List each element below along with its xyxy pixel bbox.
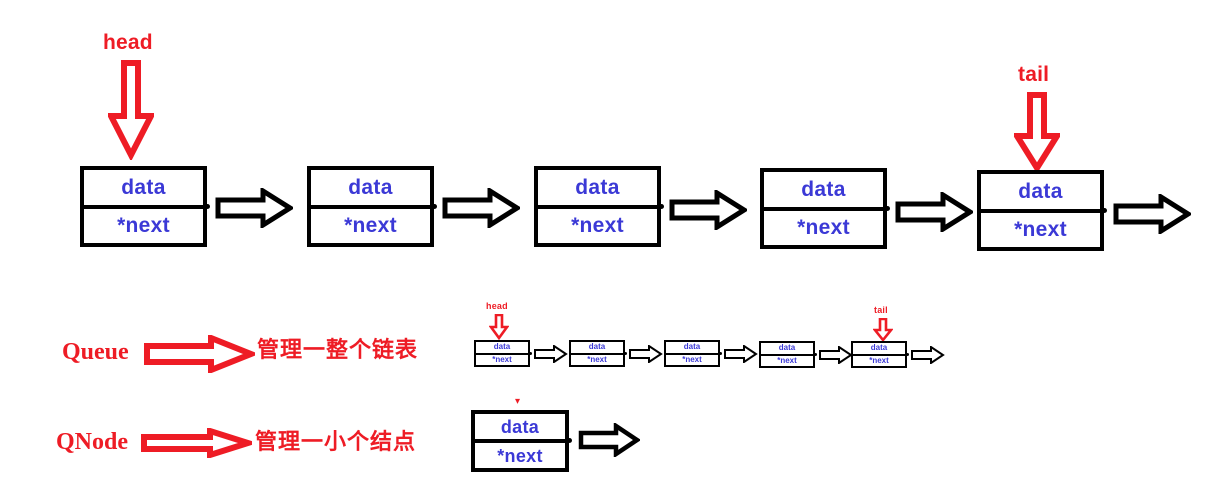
tail-pointer-label: tail	[1018, 63, 1050, 86]
mini-node-data-cell: data	[853, 343, 905, 356]
next-arrow-icon	[895, 192, 973, 232]
mini-head-down-arrow-icon	[488, 313, 510, 345]
qnode-link-dot	[567, 438, 572, 443]
next-arrow-icon	[215, 188, 293, 228]
node-link-dot	[885, 206, 890, 211]
mini-node-next-cell: *next	[476, 354, 528, 365]
mini-node-next-cell: *next	[761, 355, 813, 366]
node-next-cell: *next	[84, 208, 203, 243]
mini-node-next-cell: *next	[571, 354, 623, 365]
mini-list-node: data *next	[474, 340, 530, 367]
tail-down-arrow-icon	[1014, 92, 1060, 172]
mini-next-arrow-icon	[534, 344, 568, 368]
node-next-cell: *next	[311, 208, 430, 243]
next-arrow-icon	[669, 190, 747, 230]
qnode-single-node: data *next	[471, 410, 569, 472]
mini-node-next-cell: *next	[853, 355, 905, 366]
next-arrow-icon	[442, 188, 520, 228]
node-link-dot	[205, 204, 210, 209]
legend-arrow-qnode-icon	[140, 426, 258, 463]
mini-tail-down-arrow-icon	[872, 317, 894, 347]
mini-head-pointer-label: head	[486, 301, 508, 311]
list-node: data *next	[80, 166, 207, 247]
mini-node-link-dot	[529, 352, 532, 355]
mini-list-node: data *next	[569, 340, 625, 367]
mini-node-next-cell: *next	[666, 354, 718, 365]
legend-arrow-queue-icon	[143, 333, 260, 378]
qnode-tick-icon: ▾	[515, 396, 521, 407]
mini-list-node: data *next	[664, 340, 720, 367]
list-node: data *next	[977, 170, 1104, 251]
mini-next-arrow-icon	[724, 344, 758, 368]
legend-desc-queue: 管理一整个链表	[257, 337, 419, 362]
qnode-next-arrow-icon	[578, 423, 640, 457]
node-link-dot	[432, 204, 437, 209]
node-link-dot	[1102, 208, 1107, 213]
qnode-data-cell: data	[475, 414, 565, 443]
node-data-cell: data	[84, 170, 203, 209]
mini-node-link-dot	[814, 353, 817, 356]
legend-term-queue: Queue	[62, 339, 129, 365]
head-pointer-label: head	[103, 31, 153, 54]
node-link-dot	[659, 204, 664, 209]
node-next-cell: *next	[981, 212, 1100, 247]
mini-node-link-dot	[906, 353, 909, 356]
mini-node-data-cell: data	[571, 342, 623, 355]
qnode-next-cell: *next	[475, 443, 565, 468]
mini-node-link-dot	[719, 352, 722, 355]
list-node: data *next	[534, 166, 661, 247]
mini-list-node: data *next	[759, 341, 815, 368]
node-next-cell: *next	[538, 208, 657, 243]
mini-next-arrow-icon	[819, 345, 853, 369]
mini-tail-pointer-label: tail	[874, 305, 888, 315]
mini-node-data-cell: data	[666, 342, 718, 355]
mini-node-data-cell: data	[476, 342, 528, 355]
head-down-arrow-icon	[108, 60, 154, 160]
list-node: data *next	[307, 166, 434, 247]
mini-node-link-dot	[624, 352, 627, 355]
legend-desc-qnode: 管理一小个结点	[255, 429, 417, 454]
node-data-cell: data	[764, 172, 883, 211]
mini-next-arrow-icon	[629, 344, 663, 368]
node-data-cell: data	[538, 170, 657, 209]
mini-node-data-cell: data	[761, 343, 813, 356]
node-data-cell: data	[981, 174, 1100, 213]
node-next-cell: *next	[764, 210, 883, 245]
node-data-cell: data	[311, 170, 430, 209]
mini-list-node: data *next	[851, 341, 907, 368]
legend-term-qnode: QNode	[56, 429, 128, 455]
list-node: data *next	[760, 168, 887, 249]
next-arrow-icon	[1113, 194, 1191, 234]
mini-next-arrow-icon	[911, 345, 945, 369]
